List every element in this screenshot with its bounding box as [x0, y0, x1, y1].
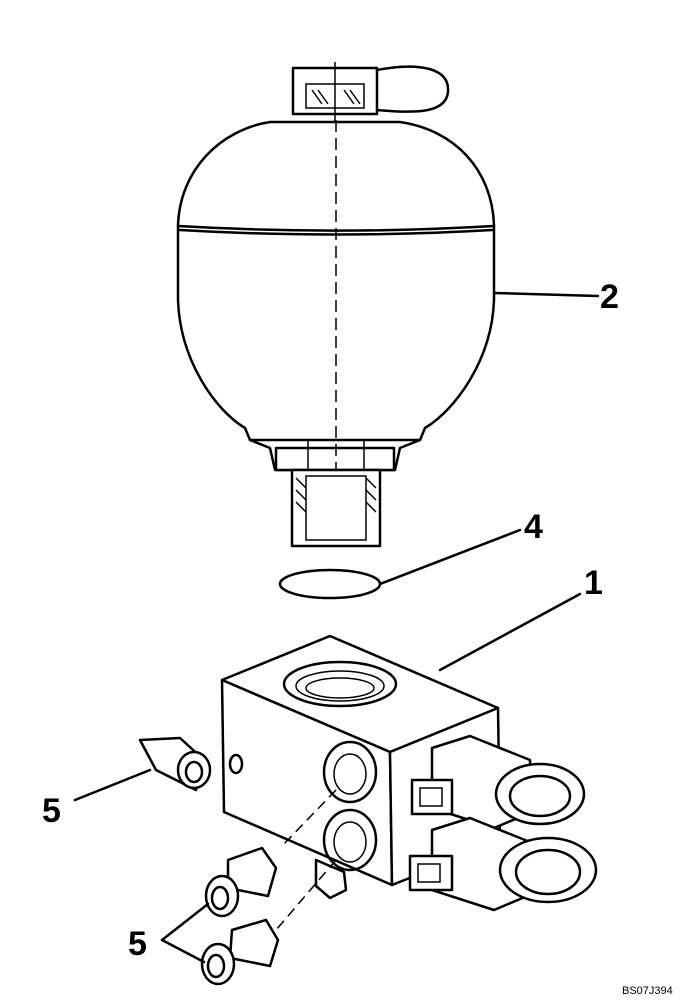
fitting-lower-2 — [200, 918, 280, 986]
callout-4: 4 — [524, 508, 543, 546]
fitting-lower-1 — [204, 846, 278, 918]
callout-5-lower: 5 — [128, 925, 147, 963]
figure-reference: BS07J394 — [622, 985, 673, 997]
callout-2: 2 — [600, 278, 619, 316]
solenoid-lower — [408, 816, 598, 912]
callout-5-upper: 5 — [42, 792, 61, 830]
o-ring — [278, 568, 382, 600]
callout-1: 1 — [584, 564, 603, 602]
fitting-left — [138, 736, 212, 792]
solenoid-upper — [410, 734, 586, 830]
accumulator — [176, 62, 496, 548]
accumulator-threaded-port — [290, 468, 382, 548]
